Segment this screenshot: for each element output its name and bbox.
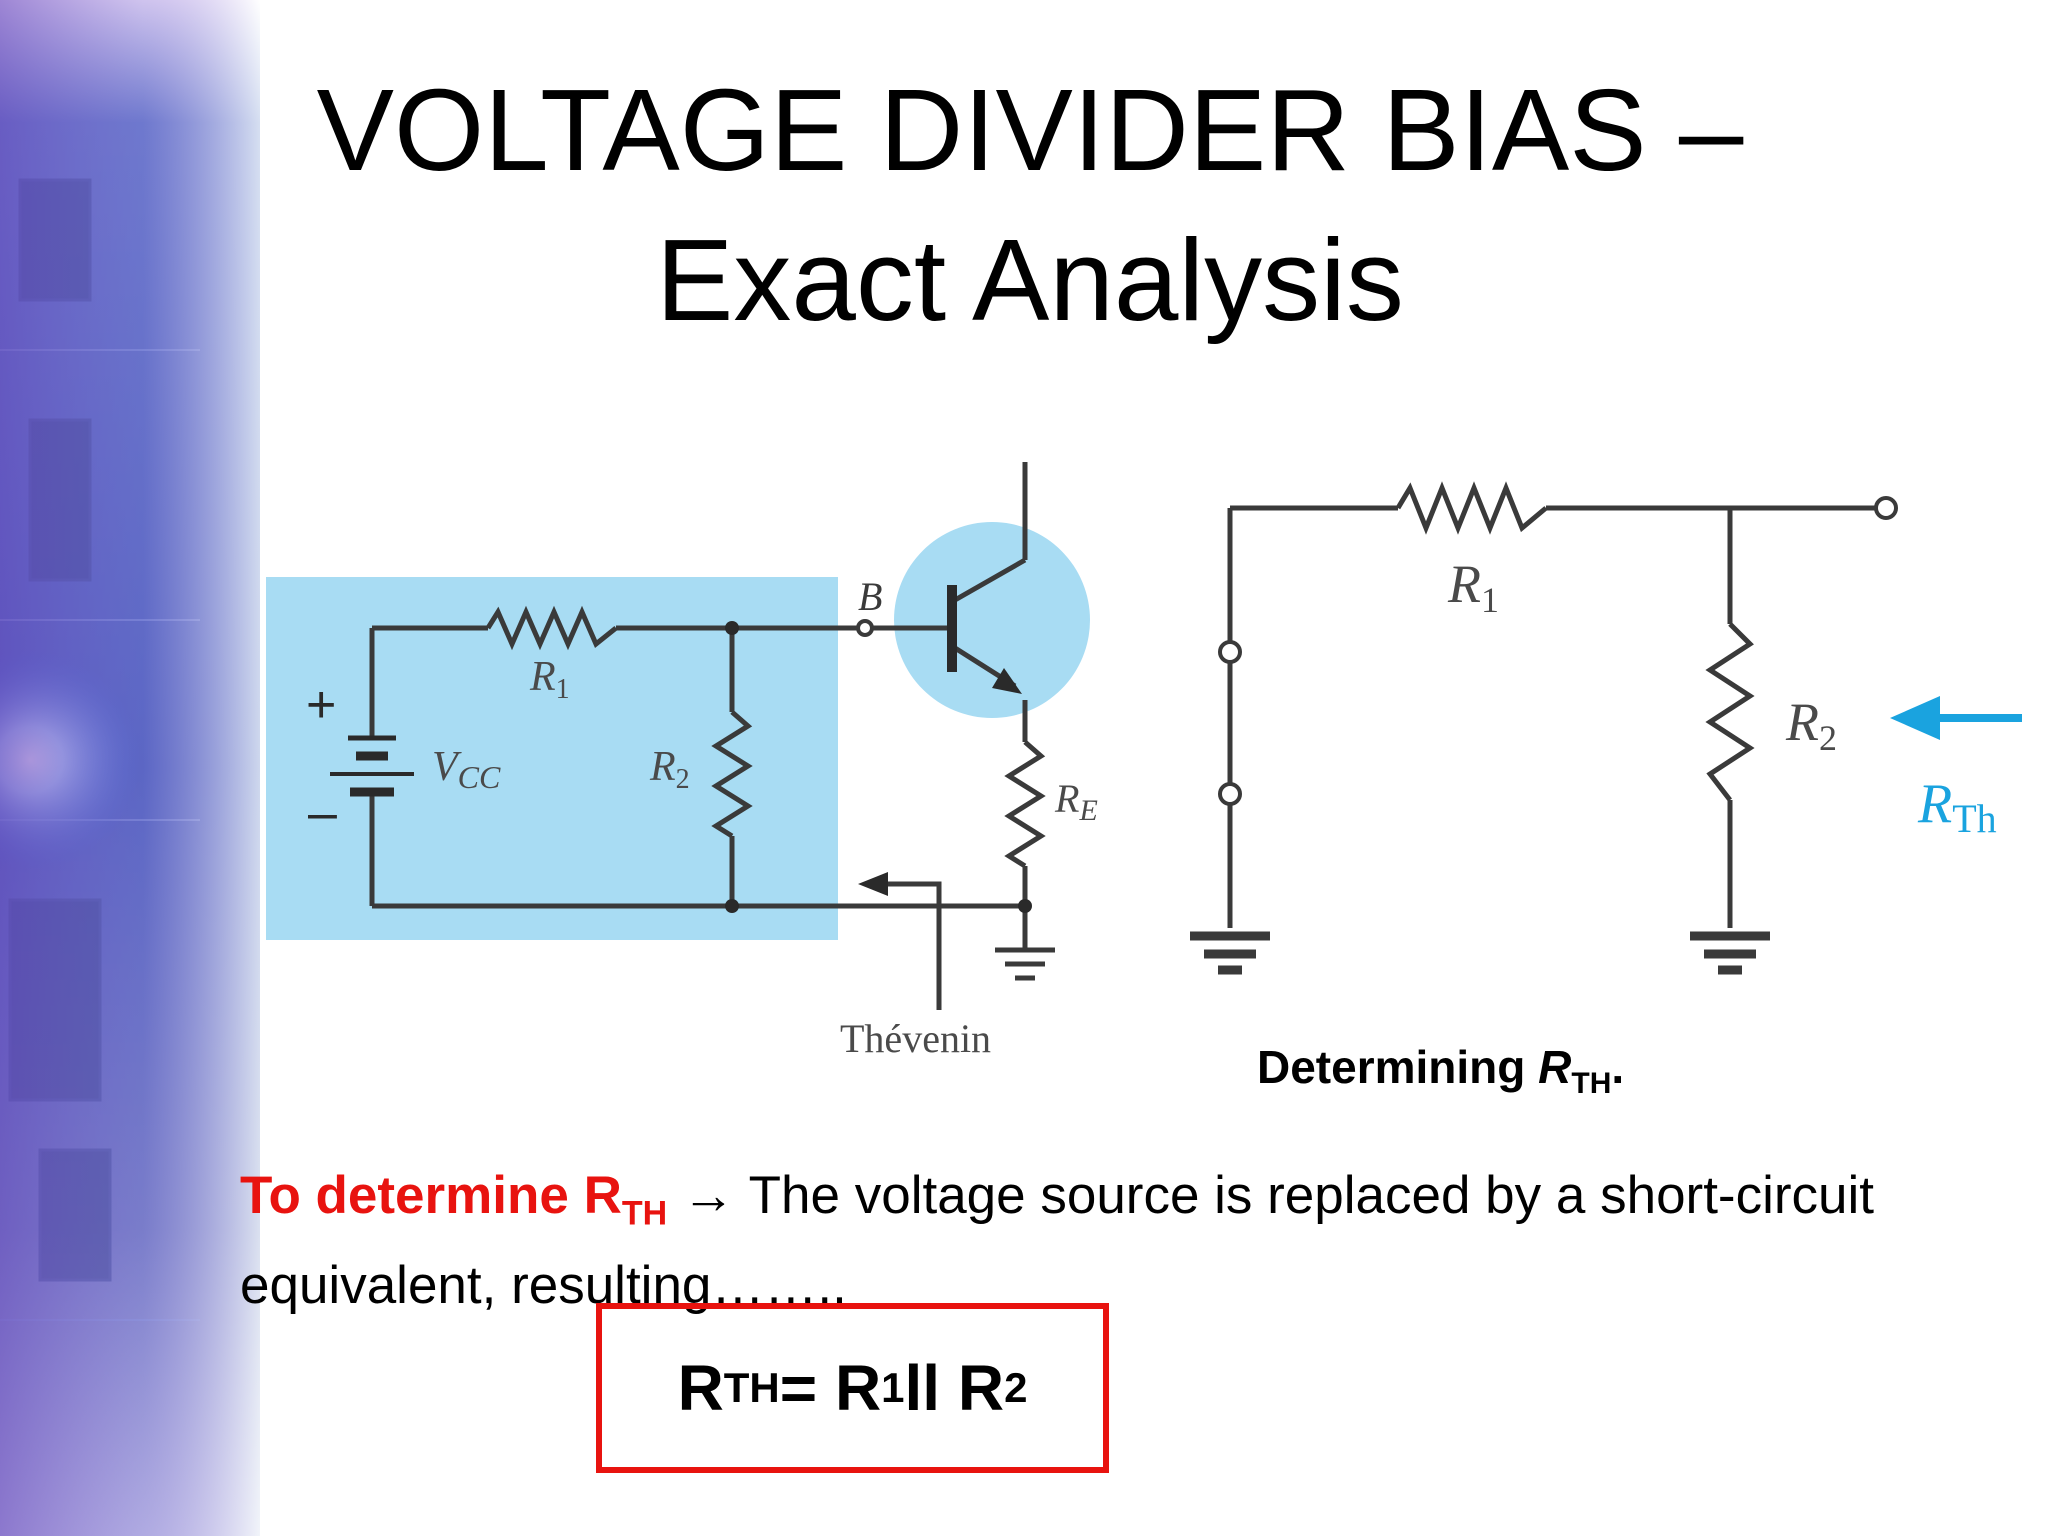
formula-equals-r: = R	[779, 1352, 882, 1424]
minus-sign: –	[308, 784, 337, 842]
right-r1-subscript: 1	[1481, 580, 1499, 620]
caption-period: .	[1611, 1041, 1625, 1093]
r2-resistor	[711, 710, 753, 839]
slide-title: VOLTAGE DIVIDER BIAS – Exact Analysis	[210, 55, 1850, 355]
left-r1-subscript: 1	[556, 674, 570, 705]
base-label: B	[858, 574, 882, 619]
explanation-body: The voltage source is replaced by a shor…	[240, 1166, 1874, 1315]
r1-resistor	[485, 605, 618, 651]
svg-text:R1: R1	[529, 654, 570, 705]
red-lead-subscript: TH	[621, 1194, 668, 1233]
right-r1-resistor	[1395, 481, 1548, 535]
formula-parallel-r: ll R	[904, 1352, 1005, 1424]
right-r2-subscript: 2	[1819, 718, 1837, 758]
caption-text: Determining	[1257, 1041, 1539, 1093]
rth-subscript: Th	[1952, 796, 1996, 841]
right-circuit: R1 R2 RTh	[1190, 481, 2022, 975]
caption-subscript: TH	[1571, 1067, 1612, 1101]
left-r2-label: R	[649, 744, 676, 790]
transistor-highlight-circle	[894, 522, 1090, 718]
svg-text:RTh: RTh	[1917, 773, 1997, 841]
right-r2-resistor	[1705, 622, 1755, 802]
re-resistor	[1004, 740, 1046, 869]
vcc-label: V	[432, 744, 462, 790]
left-r2-subscript: 2	[676, 764, 690, 795]
formula-r-subscript: TH	[723, 1364, 780, 1411]
arrow-glyph: →	[667, 1166, 749, 1225]
vcc-subscript: CC	[458, 759, 501, 795]
red-lead-label: To determine R	[240, 1166, 622, 1225]
formula-r2-subscript: 2	[1004, 1364, 1028, 1411]
plus-sign: +	[306, 676, 336, 734]
svg-text:RE: RE	[1054, 776, 1098, 827]
re-subscript: E	[1078, 794, 1097, 827]
left-circuit: B R1 R2 VCC RE + – Thévenin	[266, 462, 1098, 1061]
left-r1-label: R	[529, 654, 556, 700]
thevenin-label: Thévenin	[840, 1016, 991, 1061]
svg-text:VCC: VCC	[432, 744, 501, 795]
formula-r: R	[677, 1352, 724, 1424]
rth-label: R	[1917, 773, 1952, 835]
caption-r: R	[1538, 1041, 1572, 1093]
svg-text:R2: R2	[1785, 692, 1837, 758]
right-r2-label: R	[1785, 692, 1819, 752]
explanation-text: To determine RTH → The voltage source is…	[240, 1160, 1880, 1322]
formula-r1-subscript: 1	[881, 1364, 905, 1411]
re-label: R	[1054, 776, 1079, 821]
thevenin-highlight-region	[266, 577, 838, 940]
title-line-1: VOLTAGE DIVIDER BIAS –	[316, 65, 1744, 195]
right-r1-label: R	[1447, 554, 1481, 614]
svg-text:R1: R1	[1447, 554, 1499, 620]
side-decoration-image	[0, 0, 260, 1536]
title-line-2: Exact Analysis	[656, 215, 1404, 345]
determining-rth-caption: Determining RTH.	[1257, 1040, 1624, 1101]
svg-text:R2: R2	[649, 744, 690, 795]
red-lead-text: To determine RTH	[240, 1166, 667, 1233]
